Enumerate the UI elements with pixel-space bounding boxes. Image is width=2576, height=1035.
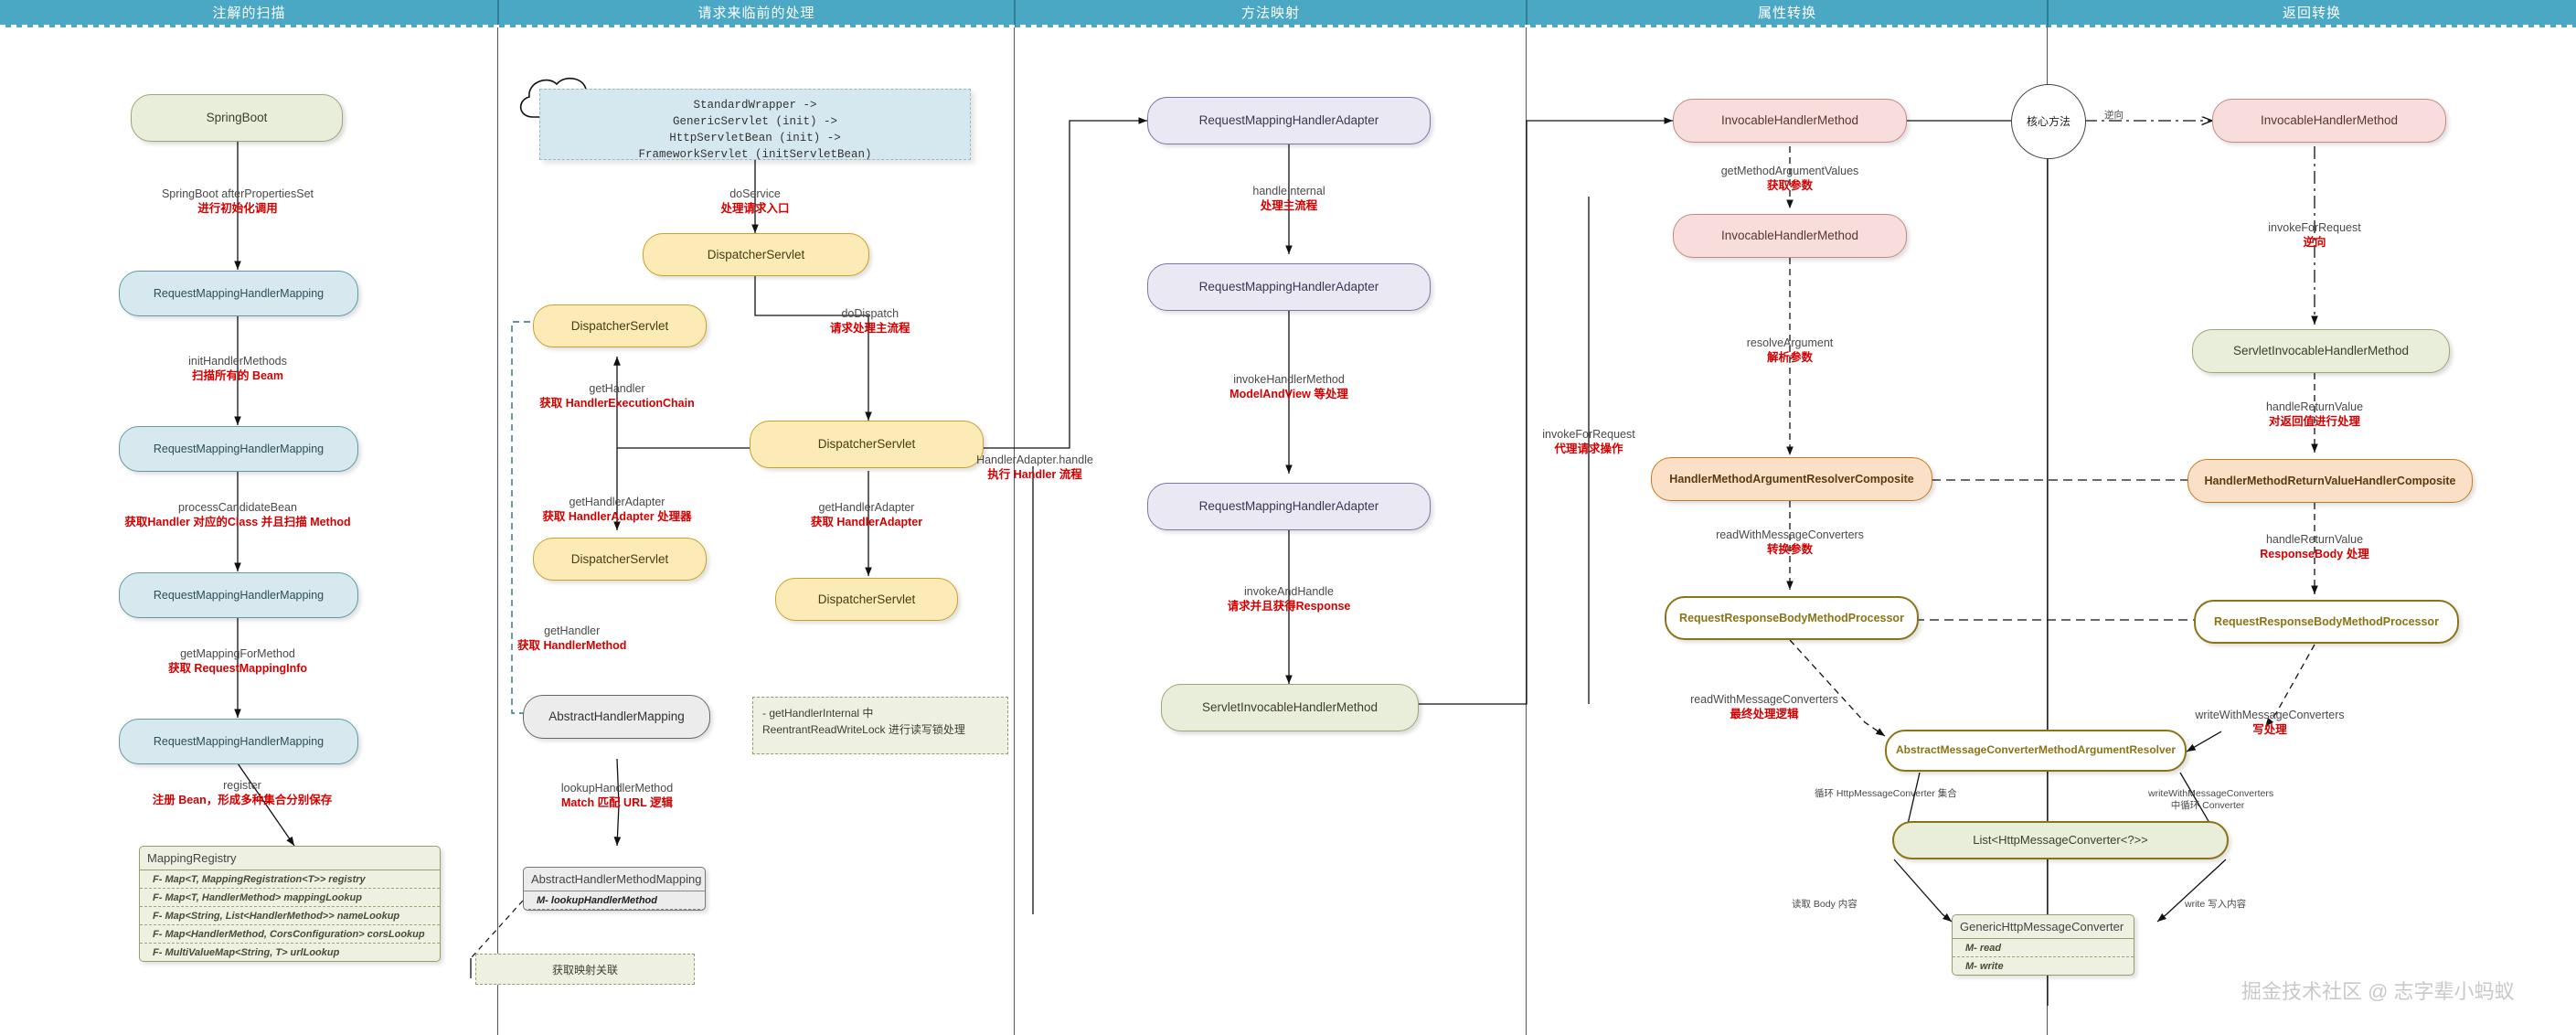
ghmc-title: GenericHttpMessageConverter bbox=[1953, 915, 2134, 939]
node-invocable-handler-method-c5[interactable]: InvocableHandlerMethod bbox=[2212, 99, 2446, 143]
edge-label-gethandler-chain: getHandler 获取 HandlerExecutionChain bbox=[539, 382, 695, 410]
node-dispatcherservlet-dodispatch[interactable]: DispatcherServlet bbox=[750, 421, 984, 468]
header-separator-2 bbox=[1014, 0, 1016, 27]
edge-label-process-candidate-bean: processCandidateBean 获取Handler 对应的Class … bbox=[124, 501, 351, 528]
column-title-return-convert: 返回转换 bbox=[2282, 5, 2341, 21]
node-invocable-handler-method-1[interactable]: InvocableHandlerMethod bbox=[1673, 99, 1907, 143]
node-request-response-body-method-processor-c5[interactable]: RequestResponseBodyMethodProcessor bbox=[2194, 600, 2459, 644]
edge-label-handle-internal: handleInternal 处理主流程 bbox=[1252, 185, 1325, 212]
edge-label-gethandler-method: getHandler 获取 HandlerMethod bbox=[517, 624, 627, 652]
node-abstract-handler-mapping[interactable]: AbstractHandlerMapping bbox=[523, 695, 710, 739]
node-springboot[interactable]: SpringBoot bbox=[131, 94, 343, 142]
lane-divider-1 bbox=[497, 27, 498, 1035]
edge-label-get-method-argument-values: getMethodArgumentValues 获取参数 bbox=[1720, 165, 1859, 192]
edge-label-lookup-handler-method: lookupHandlerMethod Match 匹配 URL 逻辑 bbox=[560, 782, 674, 809]
node-dispatcherservlet-adapter-right[interactable]: DispatcherServlet bbox=[775, 578, 958, 621]
watermark: 掘金技术社区 @ 志字辈小蚂蚁 bbox=[2241, 980, 2515, 1003]
mapping-registry-field: F- MultiValueMap<String, T> urlLookup bbox=[153, 946, 340, 958]
column-title-method-mapping: 方法映射 bbox=[1240, 5, 1300, 21]
abstract-handler-method-mapping-class-box[interactable]: AbstractHandlerMethodMapping M- lookupHa… bbox=[523, 867, 706, 911]
edge-label-invoke-for-request-proxy: invokeForRequest 代理请求操作 bbox=[1542, 428, 1635, 455]
ghmc-method-read: M- read bbox=[1953, 939, 2134, 957]
header-band: 注解的扫描 请求来临前的处理 方法映射 属性转换 返回转换 bbox=[0, 0, 2576, 27]
edge-label-register: register 注册 Bean，形成多种集合分别保存 bbox=[152, 779, 333, 806]
node-list-http-message-converter[interactable]: List<HttpMessageConverter<?>> bbox=[1892, 821, 2229, 859]
edge-label-invoke-for-request-reverse: invokeForRequest 逆向 bbox=[2268, 221, 2361, 249]
ahmm-method: M- lookupHandlerMethod bbox=[524, 891, 705, 910]
edge-label-gethandleradapter-right: getHandlerAdapter 获取 HandlerAdapter bbox=[810, 501, 923, 528]
node-dispatcherservlet-adapter-left[interactable]: DispatcherServlet bbox=[533, 538, 707, 581]
edge-label-handle-return-value-2: handleReturnValue ResponseBody 处理 bbox=[2260, 533, 2369, 560]
small-label-write-content: write 写入内容 bbox=[2185, 899, 2247, 910]
node-dispatcherservlet-doservice[interactable]: DispatcherServlet bbox=[643, 233, 869, 276]
lane-divider-3 bbox=[1526, 27, 1527, 1035]
edge-label-read-with-message-converters-1: readWithMessageConverters 转换参数 bbox=[1716, 528, 1864, 556]
ahmm-title: AbstractHandlerMethodMapping bbox=[524, 868, 705, 891]
edge-label-init-handler-methods: initHandlerMethods 扫描所有的 Beam bbox=[188, 355, 287, 382]
edge-label-dodispatch: doDispatch 请求处理主流程 bbox=[830, 307, 910, 335]
small-label-loop-converter-set: 循环 HttpMessageConverter 集合 bbox=[1815, 788, 1957, 799]
header-separator-4 bbox=[2047, 0, 2049, 27]
node-rmhm-3[interactable]: RequestMappingHandlerMapping bbox=[119, 572, 358, 618]
servlet-init-chain-codebox: StandardWrapper -> GenericServlet (init)… bbox=[539, 89, 971, 161]
node-rmhm-2[interactable]: RequestMappingHandlerMapping bbox=[119, 426, 358, 472]
edge-label-resolve-argument: resolveArgument 解析参数 bbox=[1746, 336, 1834, 364]
node-rmha-2[interactable]: RequestMappingHandlerAdapter bbox=[1147, 263, 1431, 311]
node-rmha-3[interactable]: RequestMappingHandlerAdapter bbox=[1147, 483, 1431, 530]
node-abstract-message-converter-method-argument-resolver[interactable]: AbstractMessageConverterMethodArgumentRe… bbox=[1885, 730, 2187, 772]
header-separator-3 bbox=[1526, 0, 1528, 27]
edge-label-handleradapter-handle: HandlerAdapter.handle 执行 Handler 流程 bbox=[976, 453, 1093, 481]
node-rmha-1[interactable]: RequestMappingHandlerAdapter bbox=[1147, 97, 1431, 144]
mapping-registry-field: F- Map<T, MappingRegistration<T>> regist… bbox=[140, 870, 440, 889]
edge-label-reverse: 逆向 bbox=[2104, 110, 2124, 121]
column-title-annotation-scan: 注解的扫描 bbox=[212, 5, 286, 21]
node-handler-method-argument-resolver-composite[interactable]: HandlerMethodArgumentResolverComposite bbox=[1651, 457, 1932, 501]
edge-label-get-mapping-for-method: getMappingForMethod 获取 RequestMappingInf… bbox=[167, 647, 308, 675]
header-dashed-underline bbox=[0, 25, 2576, 27]
edge-label-after-properties-set: SpringBoot afterPropertiesSet 进行初始化调用 bbox=[161, 187, 314, 215]
generic-http-message-converter-class-box[interactable]: GenericHttpMessageConverter M- read M- w… bbox=[1952, 914, 2134, 976]
edge-label-handle-return-value-1: handleReturnValue 对返回值进行处理 bbox=[2265, 400, 2364, 428]
node-servlet-invocable-handler-method-c3[interactable]: ServletInvocableHandlerMethod bbox=[1161, 684, 1419, 731]
mapping-registry-field: F- Map<HandlerMethod, CorsConfiguration>… bbox=[140, 925, 440, 944]
reentrant-lock-note: - getHandlerInternal 中 ReentrantReadWrit… bbox=[752, 697, 1008, 754]
edge-label-gethandleradapter-left: getHandlerAdapter 获取 HandlerAdapter 处理器 bbox=[542, 496, 692, 523]
ghmc-method-write: M- write bbox=[1965, 960, 2004, 972]
mapping-association-note: 获取映射关联 bbox=[475, 954, 695, 985]
edge-label-write-with-message-converters: writeWithMessageConverters 写处理 bbox=[2195, 709, 2345, 736]
node-servlet-invocable-handler-method-c5[interactable]: ServletInvocableHandlerMethod bbox=[2192, 329, 2450, 373]
column-title-pre-request: 请求来临前的处理 bbox=[697, 5, 815, 21]
edge-label-doservice: doService 处理请求入口 bbox=[720, 187, 790, 215]
mapping-registry-field: F- Map<String, List<HandlerMethod>> name… bbox=[140, 907, 440, 925]
core-method-circle: 核心方法 bbox=[2011, 84, 2086, 159]
mapping-registry-title: MappingRegistry bbox=[140, 847, 440, 870]
small-label-read-body: 读取 Body 内容 bbox=[1792, 899, 1857, 910]
node-dispatcherservlet-gethandler[interactable]: DispatcherServlet bbox=[533, 304, 707, 347]
edge-label-invoke-and-handle: invokeAndHandle 请求并且获得Response bbox=[1227, 585, 1351, 613]
header-separator-1 bbox=[497, 0, 499, 27]
lane-divider-2 bbox=[1014, 27, 1015, 1035]
mapping-registry-class-box[interactable]: MappingRegistry F- Map<T, MappingRegistr… bbox=[139, 846, 441, 962]
node-handler-method-return-value-handler-composite[interactable]: HandlerMethodReturnValueHandlerComposite bbox=[2187, 459, 2473, 503]
node-rmhm-4[interactable]: RequestMappingHandlerMapping bbox=[119, 719, 358, 764]
edge-label-read-with-message-converters-2: readWithMessageConverters 最终处理逻辑 bbox=[1690, 693, 1838, 720]
node-invocable-handler-method-2[interactable]: InvocableHandlerMethod bbox=[1673, 214, 1907, 258]
small-label-write-loop-converter: writeWithMessageConverters 中循环 Converter bbox=[2148, 788, 2274, 812]
node-rmhm-1[interactable]: RequestMappingHandlerMapping bbox=[119, 271, 358, 316]
node-request-response-body-method-processor-c4[interactable]: RequestResponseBodyMethodProcessor bbox=[1665, 596, 1919, 640]
mapping-registry-field: F- Map<T, HandlerMethod> mappingLookup bbox=[140, 889, 440, 907]
edge-label-invoke-handler-method: invokeHandlerMethod ModelAndView 等处理 bbox=[1229, 373, 1348, 400]
column-title-attr-convert: 属性转换 bbox=[1757, 5, 1816, 21]
lane-divider-4 bbox=[2047, 27, 2048, 1035]
